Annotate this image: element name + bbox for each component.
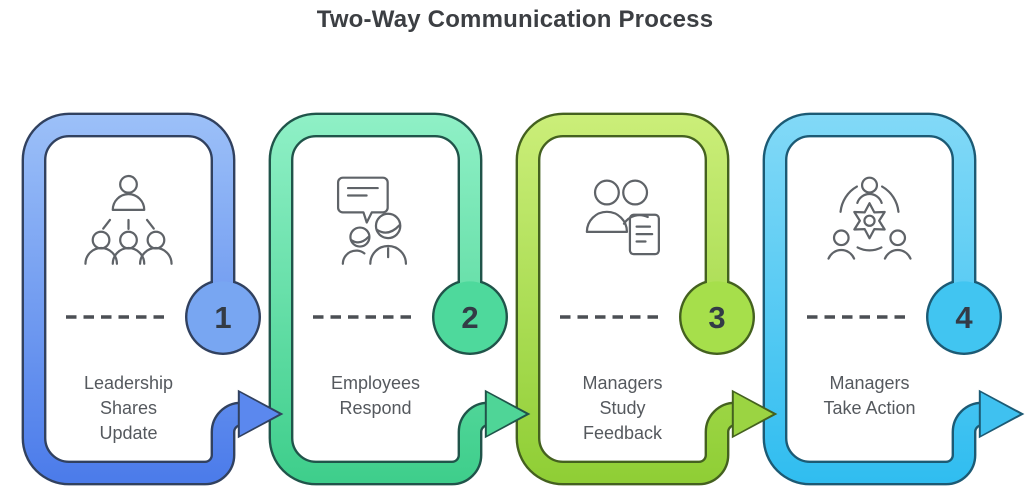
managers-take-action-icon <box>827 176 912 260</box>
step-4-card: 4 <box>762 112 1002 486</box>
step-2-card: 2 <box>268 112 508 486</box>
step-1-label: Leadership Shares Update <box>44 371 213 451</box>
step-1-badge <box>187 281 259 353</box>
step-1-arrow <box>237 389 284 439</box>
step-3-label-line: Feedback <box>582 423 663 443</box>
step-2-track <box>271 115 495 483</box>
step-1-label-line: Shares <box>99 398 158 418</box>
step-3-card: 3 <box>515 112 755 486</box>
arrow-head <box>980 392 1020 436</box>
step-3-badge-number: 3 <box>708 300 725 335</box>
step-3-label-line: Managers <box>582 373 663 393</box>
step-3-badge <box>681 281 753 353</box>
step-2-label-line: Respond <box>339 398 412 418</box>
step-1-card: 1 <box>21 112 261 486</box>
step-1-track <box>24 115 248 483</box>
step-3-label: Managers Study Feedback <box>538 371 707 451</box>
step-1-badge-number: 1 <box>214 300 231 335</box>
arrow-head <box>486 392 526 436</box>
step-4-track <box>765 115 989 483</box>
step-3-arrow <box>731 389 778 439</box>
step-1-label-line: Update <box>99 423 158 443</box>
leadership-broadcast-icon <box>84 174 173 265</box>
step-2-label-line: Employees <box>330 373 421 393</box>
step-1-label-line: Leadership <box>83 373 174 393</box>
step-4-badge-number: 4 <box>955 300 973 335</box>
step-2-badge <box>434 281 506 353</box>
step-4-label-line: Managers <box>829 373 910 393</box>
step-2-arrow <box>484 389 531 439</box>
step-4-label: Managers Take Action <box>785 371 954 451</box>
arrow-head <box>733 392 773 436</box>
diagram-title: Two-Way Communication Process <box>316 6 714 33</box>
step-2-badge-number: 2 <box>461 300 478 335</box>
step-4-label-line: Take Action <box>823 398 916 418</box>
managers-study-feedback-icon <box>585 179 660 256</box>
step-4-badge <box>928 281 1000 353</box>
step-4-arrow <box>978 389 1025 439</box>
step-2-label: Employees Respond <box>291 371 460 451</box>
step-3-label-line: Study <box>599 398 646 418</box>
step-3-track <box>518 115 742 483</box>
arrow-head <box>239 392 279 436</box>
employees-respond-icon <box>336 176 408 265</box>
